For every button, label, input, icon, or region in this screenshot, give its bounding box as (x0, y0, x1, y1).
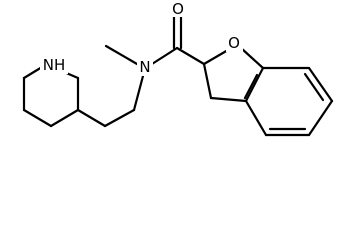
chemical-structure-diagram: NH N O O (22, 0, 334, 137)
atom-labels: NH N O O (40, 0, 243, 76)
dihydrofuran-ring (202, 46, 265, 103)
ring-o-label-bg (226, 34, 243, 52)
bond-n-carbonyl-c (150, 46, 179, 66)
bond-c2-c3 (202, 62, 213, 100)
ethylene-linker (76, 74, 145, 128)
bond-o-c7a (239, 46, 265, 70)
ring-o-label: O (228, 34, 240, 52)
bond-c2-o (202, 48, 230, 66)
bond-carbonyl-c-ring (175, 46, 206, 66)
bond-ring-ch2 (76, 108, 107, 128)
bond-c4-c3a (244, 99, 268, 137)
benzene-ring (243, 66, 334, 137)
carbonyl-o-label-bg (170, 1, 186, 17)
amide-group (104, 14, 206, 66)
amide-n-label: N (139, 58, 150, 76)
bond-c6-c5 (307, 99, 334, 137)
bond-ch2-ch2 (103, 108, 136, 128)
bond-c2-c3 (49, 108, 80, 128)
piperidine-ring (22, 62, 80, 128)
bond-c3-c3a (209, 96, 248, 103)
bond-c7-c6 (307, 66, 334, 103)
nh-label-bg (40, 55, 68, 74)
bond-n-methyl (104, 44, 139, 66)
carbonyl-o-label: O (172, 0, 184, 18)
bond-c7a-c3a-inner (243, 73, 259, 100)
bond-c7-c6-inner (303, 72, 325, 102)
ring-nh-label: NH (43, 56, 66, 74)
amide-n-label-bg (137, 58, 153, 76)
bond-c7a-c3a (244, 66, 265, 103)
bond-c3-c4 (22, 108, 53, 128)
bond-ch2-n (132, 74, 145, 112)
